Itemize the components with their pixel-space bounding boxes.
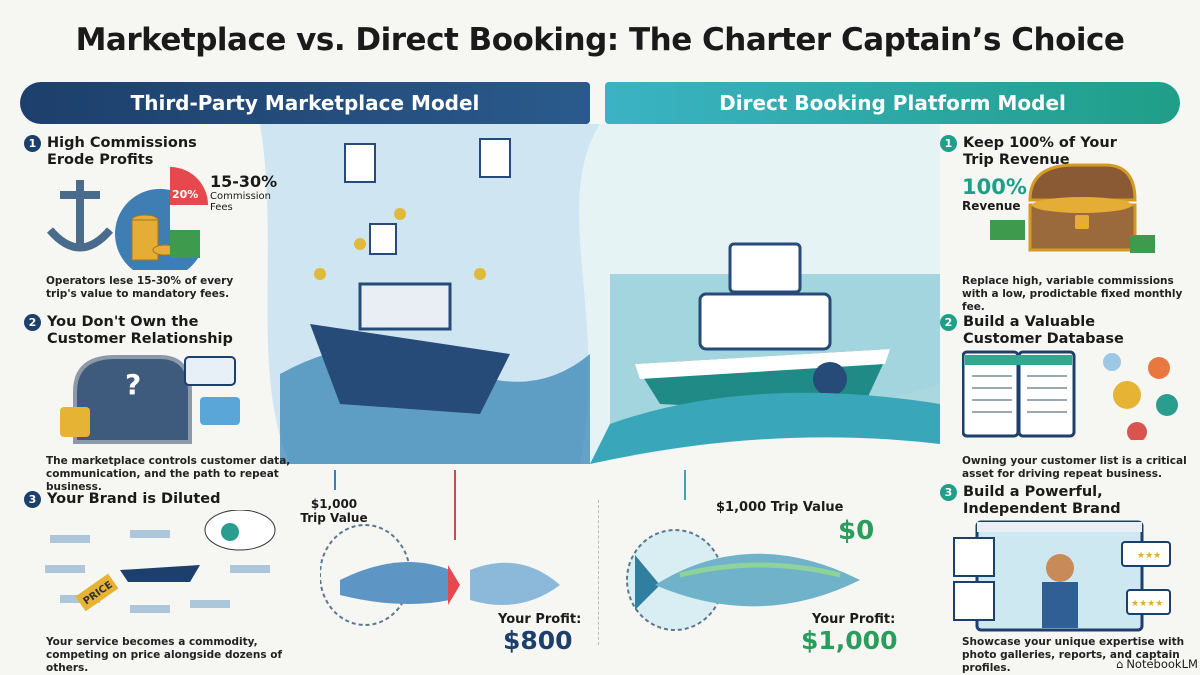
left-profit-label: Your Profit: — [498, 612, 582, 627]
direct-booking-header: Direct Booking Platform Model — [605, 82, 1180, 124]
number-badge: 1 — [24, 135, 41, 152]
locked-chest-icon: ? — [60, 355, 240, 444]
revenue-stat: 100% — [962, 175, 1027, 199]
left-trip-value: $1,000 Trip Value — [300, 497, 368, 525]
svg-text:★★★: ★★★ — [1137, 551, 1161, 561]
right-item-2-body: Owning your customer list is a critical … — [962, 455, 1187, 480]
notebooklm-watermark: ⌂NotebookLM — [1116, 657, 1198, 671]
commission-range: 15-30% — [210, 172, 278, 191]
number-badge: 1 — [940, 135, 957, 152]
number-badge: 2 — [940, 314, 957, 331]
heading-text: Your Brand is Diluted — [47, 491, 221, 507]
number-badge: 3 — [940, 484, 957, 501]
whole-fish-in-net-icon — [626, 470, 860, 631]
split-fish-in-net-icon — [320, 470, 560, 626]
marketplace-header: Third-Party Marketplace Model — [20, 82, 590, 124]
heading-text: You Don't Own the Customer Relationship — [47, 314, 233, 347]
right-item-1-heading: 1 Keep 100% of Your Trip Revenue — [940, 135, 1140, 169]
treasure-chest-icon — [990, 163, 1155, 253]
commission-label: Commission Fees — [210, 191, 272, 213]
heading-text: High Commissions Erode Profits — [47, 135, 197, 168]
number-badge: 3 — [24, 491, 41, 508]
captain-profile-website-icon: ★★★★★★★ — [953, 520, 1171, 632]
right-item-3-heading: 3 Build a Powerful, Independent Brand — [940, 484, 1140, 518]
crowded-boats-icon: PRICE — [45, 510, 276, 613]
customer-database-icon — [962, 350, 1178, 440]
right-trip-value: $1,000 Trip Value — [716, 500, 844, 515]
right-fee-value: $0 — [838, 516, 875, 546]
notebooklm-logo-icon: ⌂ — [1116, 657, 1124, 671]
svg-text:?: ? — [125, 368, 141, 401]
page-title: Marketplace vs. Direct Booking: The Char… — [75, 22, 1125, 58]
left-item-1-heading: 1 High Commissions Erode Profits — [24, 135, 224, 169]
revenue-stat-label: Revenue — [962, 199, 1021, 213]
pie-percent-label: 20% — [172, 188, 199, 201]
heading-text: Build a Valuable Customer Database — [963, 314, 1124, 347]
anchor-coins-icon — [46, 180, 200, 270]
svg-text:★★★★: ★★★★ — [1131, 599, 1163, 609]
boats-illustration — [260, 124, 940, 464]
left-profit-value: $800 — [503, 626, 573, 655]
left-item-1-body: Operators lese 15-30% of every trip's va… — [46, 275, 234, 300]
captain-logo-icon — [813, 362, 847, 396]
divider — [598, 500, 599, 645]
left-item-3-body: Your service becomes a commodity, compet… — [46, 636, 283, 674]
price-tag-icon — [75, 573, 119, 612]
pie-slice-commission — [170, 167, 208, 205]
number-badge: 2 — [24, 314, 41, 331]
right-profit-label: Your Profit: — [812, 612, 896, 627]
marketplace-boat — [310, 324, 510, 414]
right-item-3-body: Showcase your unique expertise with phot… — [962, 636, 1185, 674]
right-item-1-body: Replace high, variable commissions with … — [962, 275, 1183, 313]
brand-label: NotebookLM — [1126, 657, 1198, 671]
heading-text: Keep 100% of Your Trip Revenue — [963, 135, 1117, 168]
right-profit-value: $1,000 — [801, 626, 898, 655]
right-item-2-heading: 2 Build a Valuable Customer Database — [940, 314, 1160, 348]
heading-text: Build a Powerful, Independent Brand — [963, 484, 1121, 517]
left-item-3-heading: 3 Your Brand is Diluted — [24, 491, 254, 508]
left-item-2-heading: 2 You Don't Own the Customer Relationship — [24, 314, 254, 348]
left-item-2-body: The marketplace controls customer data, … — [46, 455, 291, 493]
